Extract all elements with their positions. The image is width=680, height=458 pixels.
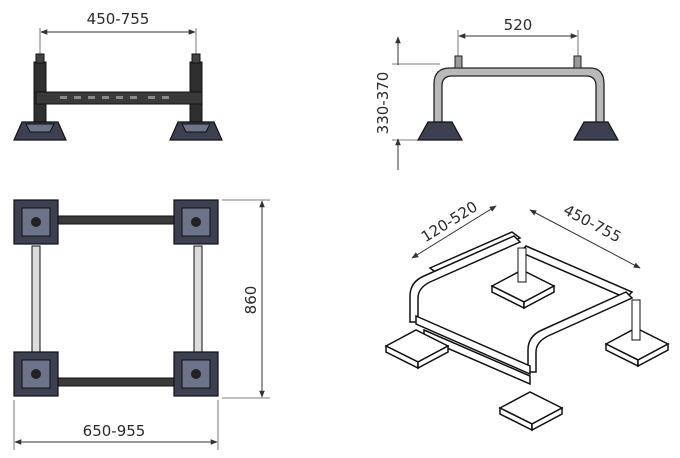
top-width-label: 650-955 (83, 422, 146, 440)
top-rail-upper (55, 215, 181, 225)
top-rail-right (193, 245, 203, 355)
top-view: 860 650-955 (13, 199, 270, 450)
iso-foot-back (490, 247, 556, 310)
front-width-label: 450-755 (87, 10, 150, 28)
side-height-dimension: 330-370 (374, 36, 440, 170)
front-width-dimension: 450-755 (39, 10, 197, 58)
iso-foot-left (384, 329, 450, 370)
side-u-frame (433, 67, 605, 129)
top-foot-tr (173, 199, 219, 245)
top-foot-bl (13, 351, 59, 397)
top-foot-br (173, 351, 219, 397)
side-left-foot (416, 121, 464, 141)
front-view: 450-755 (13, 10, 223, 141)
side-right-foot (572, 121, 620, 141)
iso-right-label: 450-755 (560, 201, 624, 246)
side-width-label: 520 (504, 16, 533, 34)
side-view: 520 330-370 (374, 16, 620, 170)
iso-foot-front (498, 391, 564, 432)
side-height-label: 330-370 (374, 72, 392, 135)
isometric-view: 120-520 450-755 (384, 198, 670, 432)
top-rail-left (31, 245, 41, 355)
iso-left-u-frame (409, 235, 522, 323)
iso-foot-right (604, 299, 670, 368)
top-width-dimension: 650-955 (13, 400, 219, 450)
iso-right-u-frame (527, 291, 634, 373)
top-foot-tl (13, 199, 59, 245)
top-depth-dimension: 860 (222, 199, 270, 399)
top-depth-label: 860 (242, 286, 260, 315)
side-width-dimension: 520 (457, 16, 579, 62)
top-rail-lower (55, 377, 181, 387)
